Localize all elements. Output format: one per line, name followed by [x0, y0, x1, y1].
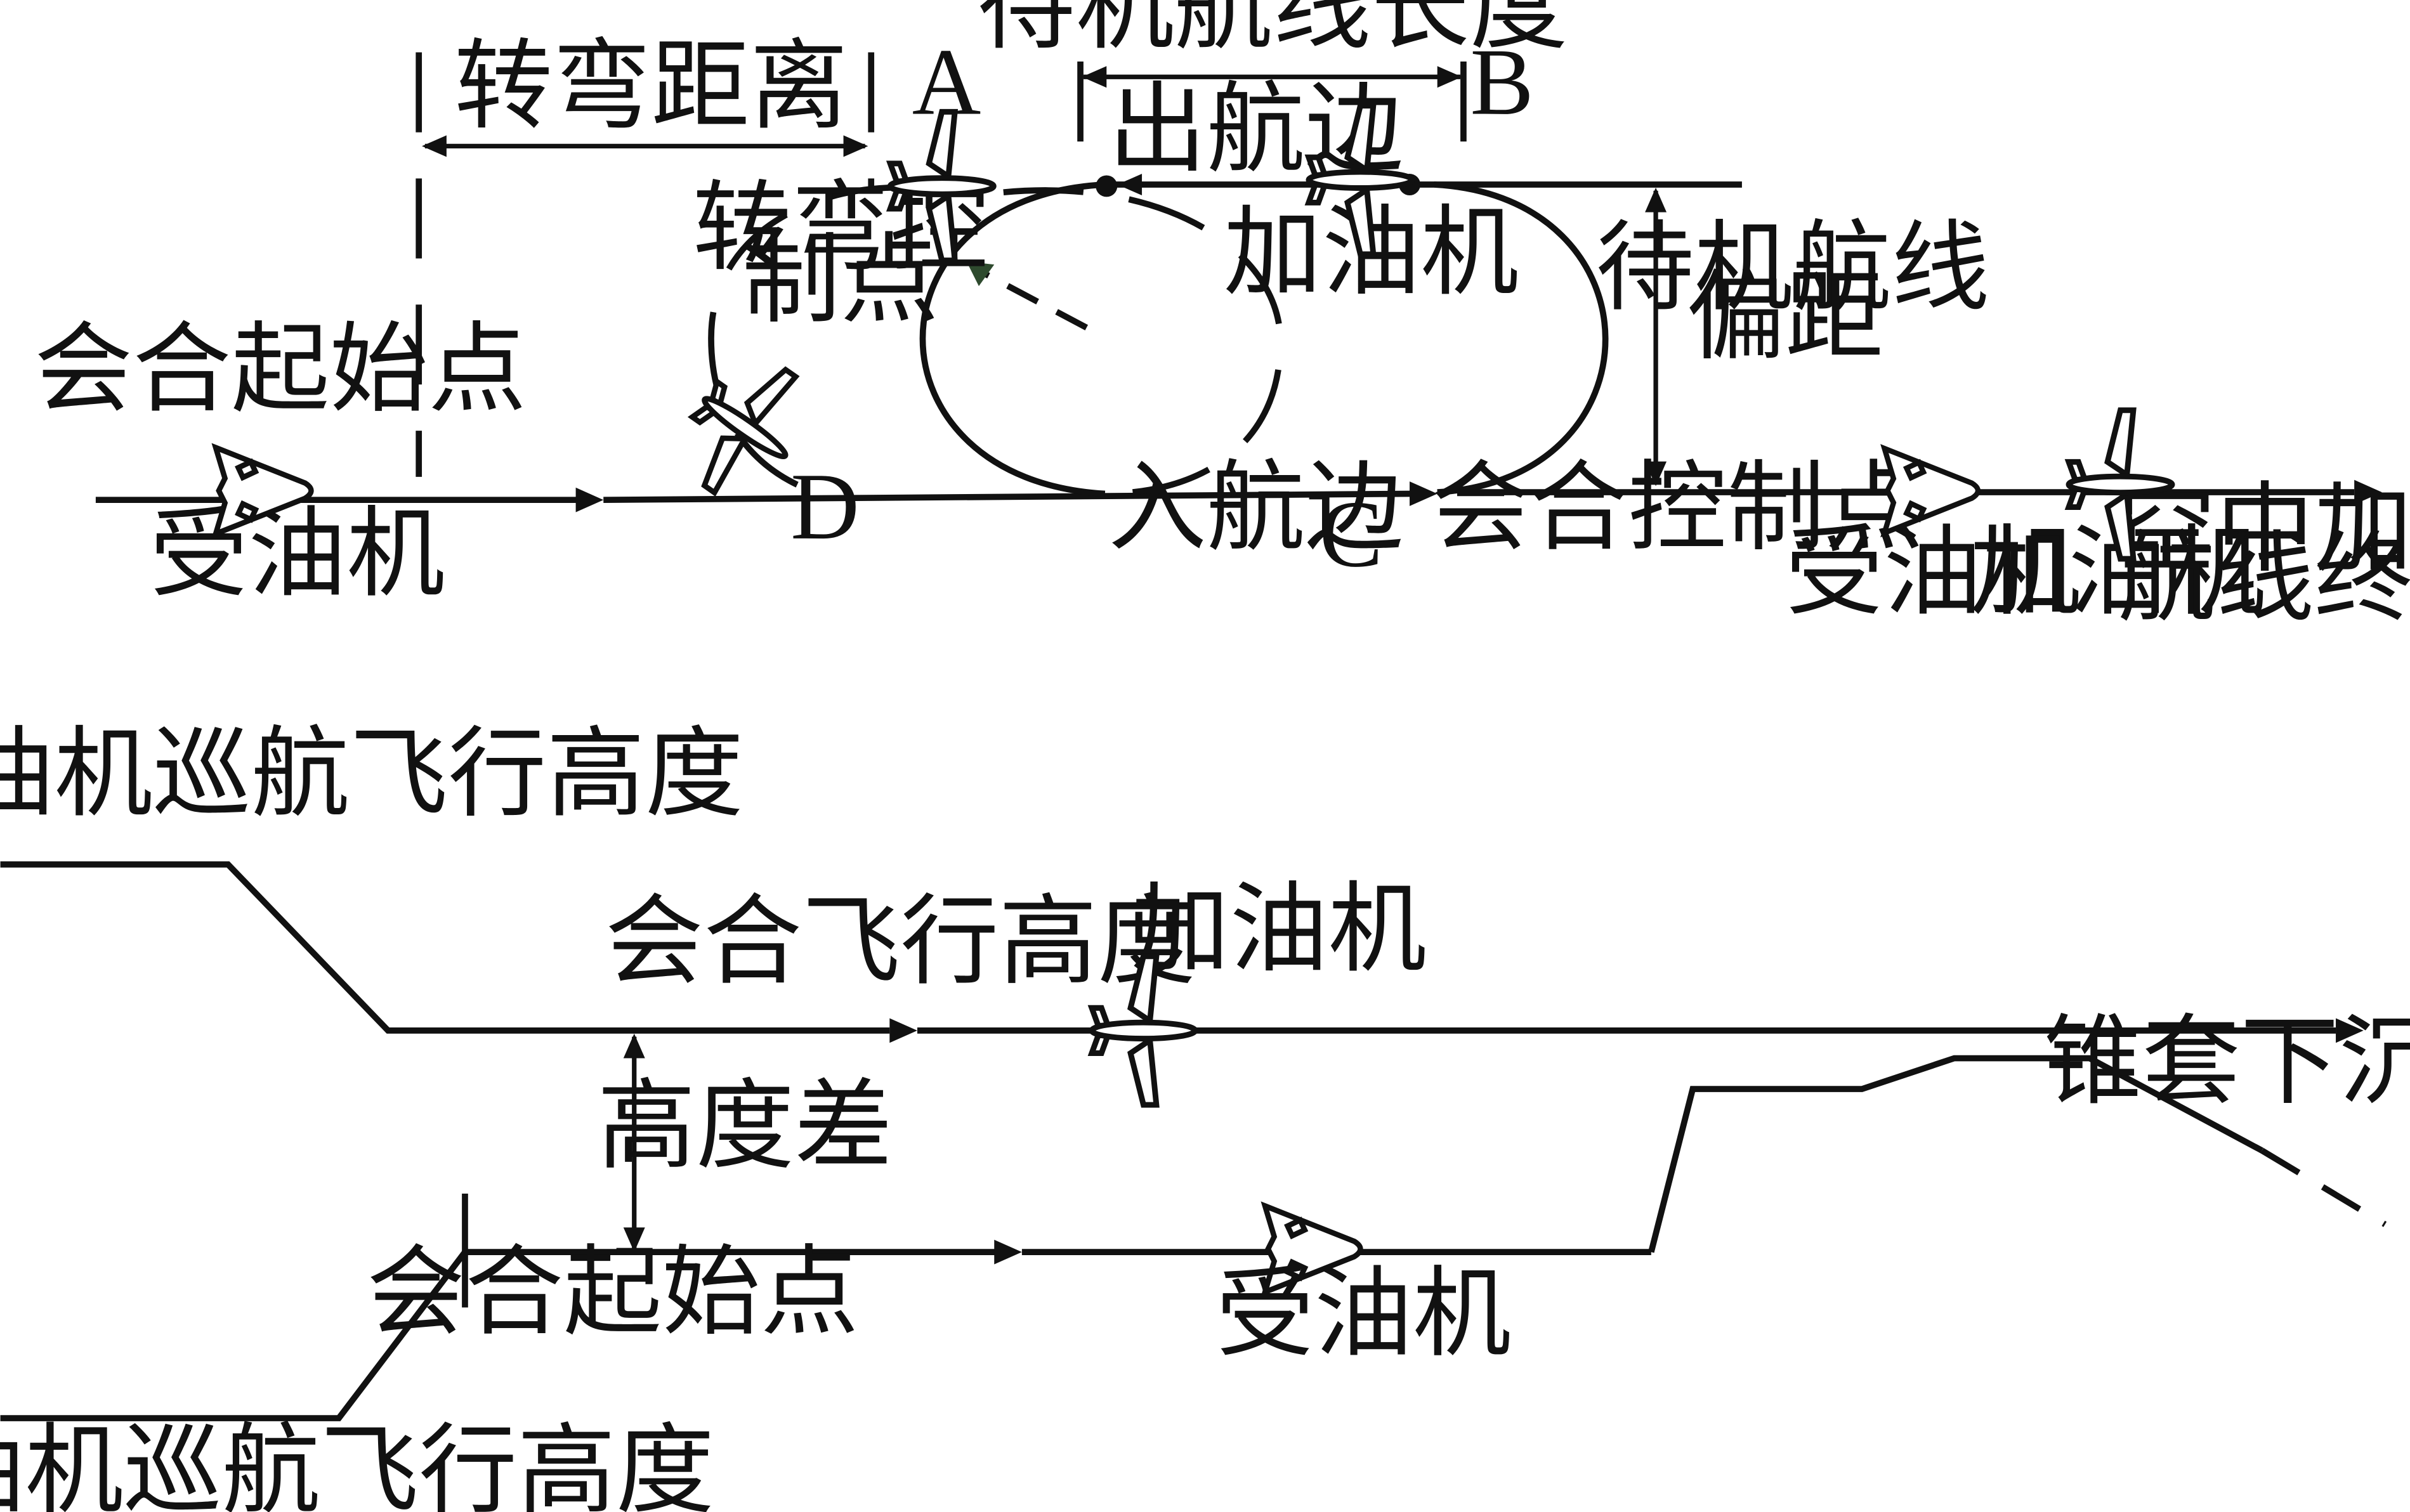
- drogue-sink-label: 锥套下沉量: [2043, 1004, 2410, 1119]
- top-plan-view: 转弯距离 待机航线长度 A B C D: [34, 0, 2410, 635]
- holding-offset-label-1: 待机航线: [1596, 210, 1990, 325]
- turn-radius-line: [983, 271, 1089, 330]
- turn-control-label-2: 制点: [742, 223, 939, 337]
- tanker-cruise-alt-label: 加油机巡航飞行高度: [0, 716, 743, 831]
- rendezvous-alt-label: 会合飞行高度: [605, 884, 1196, 999]
- receiver-label-right: 受油机: [1785, 515, 2081, 630]
- receiver-altitude-profile: [0, 1249, 998, 1421]
- outbound-arrow: [1117, 174, 1143, 196]
- receiver-label-left: 受油机: [150, 496, 445, 611]
- turn-distance-dimension: [422, 135, 868, 157]
- turn-distance-label: 转弯距离: [454, 29, 848, 143]
- rendezvous-control-label: 会合控制点: [1431, 450, 1923, 565]
- holding-offset-label-2: 偏距: [1687, 259, 1883, 374]
- drogue-sink-dashed: [2260, 1147, 2387, 1227]
- tanker-end-arrow: [2336, 1018, 2364, 1043]
- receiver-track-arrow: [994, 1239, 1022, 1265]
- point-d-label: D: [790, 453, 860, 559]
- receiver-label-bottom: 受油机: [1215, 1256, 1511, 1371]
- turn-radius-arrow: [966, 261, 995, 287]
- holding-length-label: 待机航线长度: [978, 0, 1568, 63]
- inbound-leg-label: 入航边: [1108, 450, 1404, 565]
- tanker-track-arrow: [889, 1018, 917, 1043]
- holding-racetrack: [919, 181, 1609, 497]
- drogue-sink-profile: [1648, 1055, 2263, 1253]
- turn-circle-dashed: [1003, 187, 1284, 497]
- altitude-difference-dimension: [623, 1033, 645, 1253]
- receiver-flight-track: [95, 481, 1437, 512]
- holding-point-left: [1096, 175, 1118, 197]
- tanker-label-bottom: 加油机: [1131, 871, 1427, 986]
- rendezvous-start-label-top: 会合起始点: [34, 311, 527, 426]
- tanker-altitude-profile: [0, 861, 890, 1034]
- receiver-cruise-alt-label: 受油机巡航飞行高度: [0, 1413, 714, 1512]
- end-point-label-2: 航线终点: [2118, 521, 2410, 635]
- point-c-label: C: [1320, 481, 1383, 587]
- rendezvous-start-label-bottom: 会合起始点: [367, 1235, 859, 1350]
- point-b-label: B: [1470, 29, 1533, 134]
- holding-length-dimension: [1082, 66, 1462, 88]
- receiver-turn-arc: [708, 184, 908, 495]
- bottom-altitude-profile: 加油机巡航飞行高度 会合飞行高度 加油机 锥套下沉量 高度差 会合起始点 受油机…: [0, 716, 2410, 1512]
- holding-offset-dimension: [1645, 187, 1667, 486]
- altitude-diff-label: 高度差: [598, 1069, 893, 1183]
